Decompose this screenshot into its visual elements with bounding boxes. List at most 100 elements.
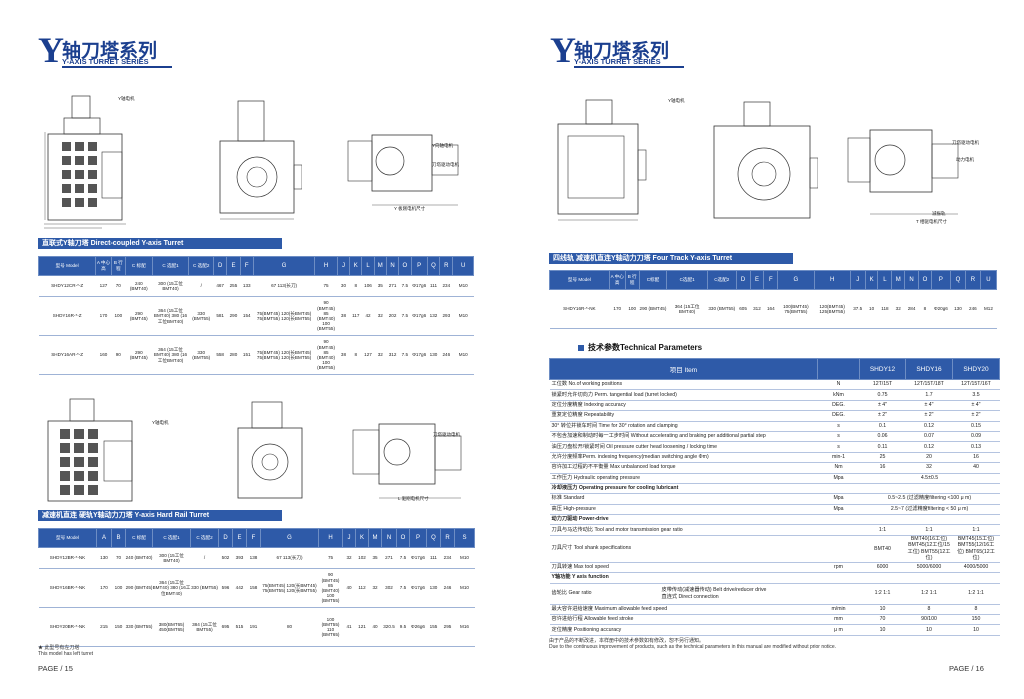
table-cell: 364 (15工位BMT40) 380 (16工位BMT40) (152, 335, 189, 375)
table-row: 允许分度频率Perm. indexing frequency(median sw… (549, 452, 1000, 464)
param-item: 刀具转速 Max tool speed (549, 562, 818, 574)
section2-header-cell: C 选配2 (190, 528, 219, 548)
right-section1-header-cell: H (813, 270, 851, 290)
param-value (952, 483, 1000, 495)
table-cell: 35 (374, 275, 387, 297)
table-cell: 90 (BMT45) 85 (BMT40) 100 (BMT55) (314, 335, 338, 375)
note-en: This model has left turret (38, 651, 94, 657)
table-cell: 120(BMT45) 125(BMT55) (814, 289, 851, 329)
table-cell: 300 (15工位BMT40) (152, 275, 189, 297)
param-value: 12T/15T/16T (952, 379, 1000, 391)
table-cell: 302 (381, 568, 397, 608)
section2-header-cell: M (368, 528, 382, 548)
table-cell: 35 (368, 547, 382, 569)
table-cell: M10 (452, 335, 474, 375)
param-unit: Mpa (817, 473, 860, 484)
table-cell: 90 (BMT45) 85 (BMT40) 100 (BMT55) (314, 296, 338, 336)
table-cell: 150 (111, 607, 126, 647)
param-value: 40 (952, 462, 1000, 474)
table-cell: 312 (386, 335, 399, 375)
table-cell: 312 (750, 289, 764, 329)
table-cell: 32 (374, 335, 387, 375)
param-value: 1:2 1:1 (952, 583, 1000, 605)
param-item: Y轴功能 Y axis function (549, 572, 818, 584)
table-cell: 271 (381, 547, 397, 569)
series-letter: Y (38, 30, 64, 70)
param-value: ± 2" (905, 410, 953, 422)
header-rule-right (574, 66, 684, 68)
table-row: 油压刀盘松开/锁紧时间 Oil pressure cutter head loo… (549, 441, 1000, 453)
param-value: 0.15 (952, 421, 1000, 432)
four-track-front-drawing (552, 96, 647, 226)
table-cell: 293 (439, 296, 453, 336)
right-section1-header-cell: U (979, 270, 998, 290)
table-cell: 158 (246, 568, 261, 608)
param-value: 4.5±0.5 (859, 473, 1000, 484)
param-value: 25 (859, 452, 906, 464)
param-unit (817, 535, 860, 563)
param-value: 10 (952, 624, 1000, 636)
tech-head-unit (817, 358, 860, 380)
table-cell: 111 (426, 547, 441, 569)
right-drawing2-label3: 减振轨 (932, 211, 946, 216)
right-section1-header-cell: L (877, 270, 893, 290)
right-drawing2-label4: T 相驱电机尺寸 (916, 219, 947, 224)
param-value: 16 (859, 462, 906, 474)
table-cell: 127 (95, 275, 112, 297)
table-cell: 467 (213, 275, 227, 297)
param-value: 10 (859, 604, 906, 616)
hard-rail-side-drawing (232, 400, 312, 505)
left-turret-note: ★ 此型号有左刀塔 This model has left turret (38, 645, 93, 657)
section2-header-cell: S (454, 528, 475, 548)
table-cell: 75 (318, 547, 343, 569)
table-cell: 70 (111, 547, 126, 569)
table-cell: 75(BMT45) 120(长BMT45) 75(BMT55) 120(长BMT… (253, 335, 315, 375)
table-cell: 7.5 (398, 296, 411, 336)
param-value (952, 514, 1000, 526)
param-unit: μ m (817, 624, 860, 636)
table-cell: 393 (232, 547, 247, 569)
param-value (905, 514, 953, 526)
table-cell: 300 (15工位BMT40) (152, 547, 191, 569)
table-cell: 132 (427, 296, 440, 336)
param-value: 90/100 (905, 614, 953, 626)
right-page: Y 轴刀塔系列 Y-AXIS TURRET SERIES Y轴电机 (512, 0, 1024, 699)
series-title-cn: 轴刀塔系列 (62, 41, 158, 62)
param-item: 刀具与马达传动比 Tool and motor transmission gea… (549, 524, 818, 536)
param-item: 定位分度精度 Indexing accuracy (549, 400, 818, 412)
right-section1-header-cell: N (904, 270, 919, 290)
table-cell: 320.5 (381, 607, 397, 647)
section1-header-cell: 型号 Model (37, 256, 97, 276)
right-drawing2-label1: 刀塔驱动电机 (952, 140, 979, 145)
param-value: ± 4" (952, 400, 1000, 412)
section2-header-cell: K (355, 528, 369, 548)
table-cell: 160 (95, 335, 112, 375)
param-value (952, 572, 1000, 584)
param-item: 标准 Standard (549, 493, 818, 505)
param-value: 1:1 (905, 524, 953, 536)
section1-header-cell: D (212, 256, 228, 276)
table-cell: 8 (918, 289, 932, 329)
table-cell: Φ20g6 (931, 289, 951, 329)
table-cell: 558 (213, 335, 227, 375)
param-value: 8 (952, 604, 1000, 616)
param-value: ± 4" (859, 400, 906, 412)
table-cell: 41 (342, 607, 356, 647)
table-cell: 8 (349, 335, 362, 375)
table-cell: 90 (111, 335, 126, 375)
table-cell: M12 (980, 289, 997, 329)
param-unit: Mpa (817, 504, 860, 516)
table-cell: 67 113(长刀) (260, 547, 319, 569)
param-value: ± 2" (952, 410, 1000, 422)
table-cell: 8 (349, 275, 362, 297)
tech-footer: 由于产品的不断改进，本样册中的技术参数如有修改，恕不另行通知。 Due to t… (549, 638, 836, 650)
table-cell: 330 (BMT55) (190, 568, 219, 608)
param-value: 150 (952, 614, 1000, 626)
table-cell: SHDY16R-*-Z (38, 296, 96, 336)
